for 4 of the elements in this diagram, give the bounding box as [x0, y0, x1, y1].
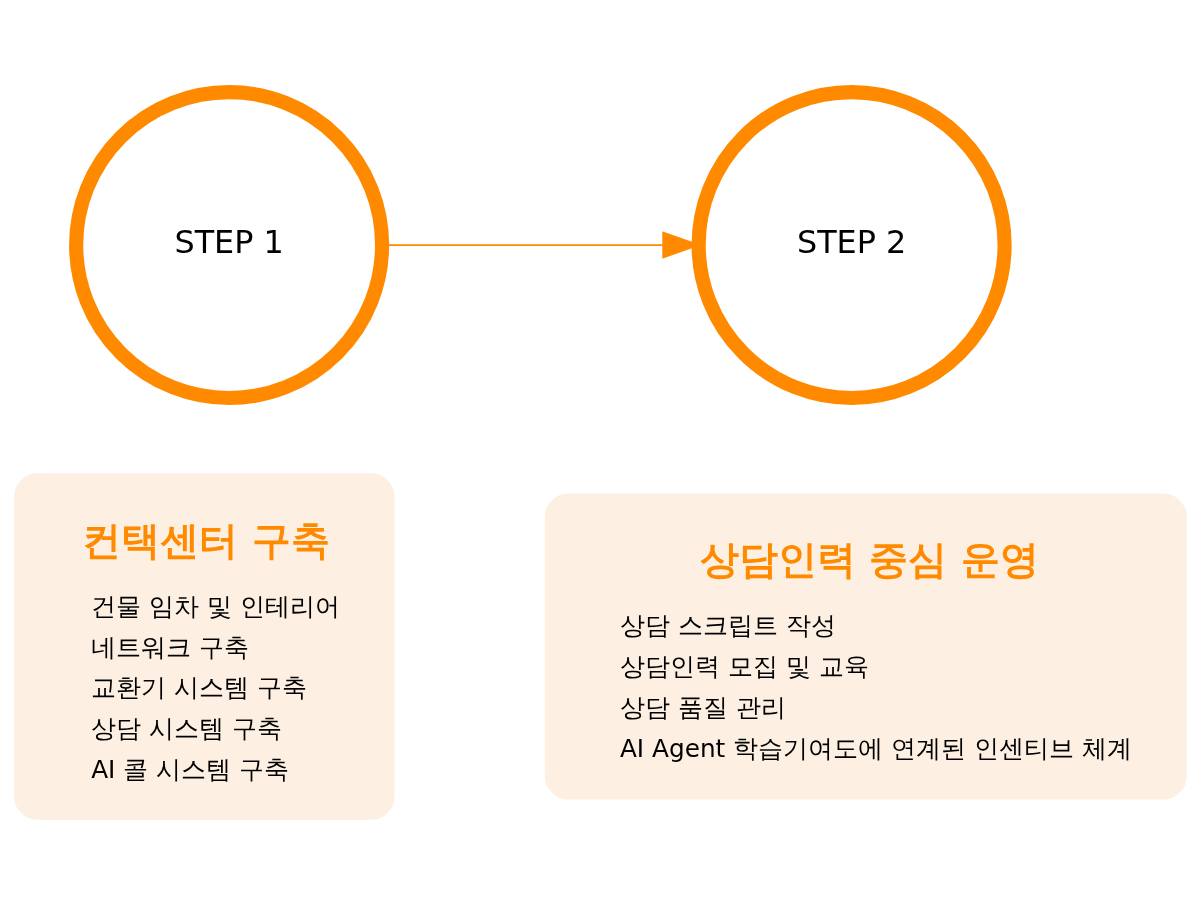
node-circle: STEP 1 [69, 85, 390, 406]
node-box: 컨택센터 구축 건물 임차 및 인테리어 네트워크 구축 교환기 시스템 구축 상담 시스템 구축 AI 콜 시스템 구축 [14, 473, 395, 820]
node-circle: STEP 2 [691, 85, 1012, 406]
node-box: 상담인력 중심 운영 상담 스크립트 작성 상담인력 모집 및 교육 상담 품질 관리 AI Agent 학습기여도에 연계된 인센티브 체계 [544, 493, 1187, 800]
